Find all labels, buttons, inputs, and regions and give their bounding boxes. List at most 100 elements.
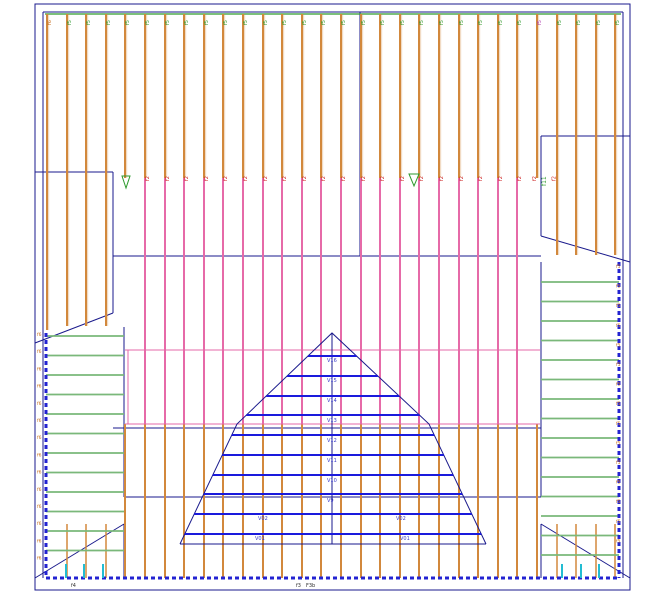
blue-dashed-eaves	[44, 262, 621, 580]
left-side-label: f6	[37, 435, 42, 441]
left-side-label: f6	[37, 401, 42, 407]
left-side-label: f6	[37, 349, 42, 355]
mid-label: f2	[263, 176, 269, 181]
mid-label: f2	[400, 176, 406, 181]
top-label: f5	[321, 20, 327, 25]
top-label: f5	[282, 20, 288, 25]
hip-side-label: V02	[258, 516, 268, 522]
right-side-label: f5	[616, 284, 621, 290]
top-label: f5	[498, 20, 504, 25]
top-label: f5	[615, 20, 621, 25]
top-label: f5	[106, 20, 112, 25]
top-label: f5	[184, 20, 190, 25]
right-side-label: f5	[616, 538, 621, 544]
hip-label: V9	[327, 498, 334, 504]
top-label: f5	[596, 20, 602, 25]
mid-label: f2	[282, 176, 288, 181]
hip-label: V13	[327, 418, 337, 424]
hip-label: V10	[327, 478, 337, 484]
top-label: f5	[576, 20, 582, 25]
top-label: f5	[145, 20, 151, 25]
right-side-label: f5	[616, 401, 621, 407]
top-label: f5	[459, 20, 465, 25]
mid-label: f2	[498, 176, 504, 181]
mid-label: f2	[552, 176, 558, 181]
top-label: f5	[165, 20, 171, 25]
left-side-label: f6	[37, 452, 42, 458]
top-label: f5	[361, 20, 367, 25]
left-side-label: f6	[37, 538, 42, 544]
top-label: f5	[557, 20, 563, 25]
top-label: f5	[204, 20, 210, 25]
right-side-label: f5	[616, 460, 621, 466]
top-label: f5	[478, 20, 484, 25]
mid-label: f2	[341, 176, 347, 181]
hip-side-label: V01	[400, 536, 410, 542]
top-label: f5	[537, 20, 543, 25]
right-side-label: f5	[616, 303, 621, 309]
right-side-label: f5	[616, 480, 621, 486]
mid-label: f2	[459, 176, 465, 181]
hip-label: V15	[327, 378, 337, 384]
left-side-label: f6	[37, 556, 42, 562]
mid-label: f2	[165, 176, 171, 181]
top-label: f5	[380, 20, 386, 25]
bottom-label-f3b: F3b	[306, 583, 315, 589]
top-label: f6	[47, 20, 53, 25]
hip-side-label: V02	[396, 516, 406, 522]
mid-labels: f2 f2 f2 f2 f2 f2 f2 f2 f2 f2 f2 f2 f2 f2 f2 f2 f2 f2 f2 f2…	[145, 176, 558, 181]
right-side-label: f5	[616, 519, 621, 525]
mid-label: f2	[361, 176, 367, 181]
left-side-label: f6	[37, 418, 42, 424]
rafters-pink	[144, 178, 518, 424]
battens-left	[46, 335, 124, 552]
right-side-label: f5	[616, 342, 621, 348]
hip-label: V12	[327, 438, 337, 444]
top-label: f5	[419, 20, 425, 25]
mid-right-label: f11	[541, 176, 548, 186]
right-side-label: f5	[616, 382, 621, 388]
mid-label: f2	[243, 176, 249, 181]
rafters-orange	[46, 14, 618, 578]
hip-side-label: V01	[255, 536, 265, 542]
top-label: f5	[86, 20, 92, 25]
mid-label: f2	[302, 176, 308, 181]
bottom-label-f4: f4	[71, 583, 76, 589]
top-label: f5	[243, 20, 249, 25]
right-side-label: f5	[616, 264, 621, 270]
left-side-label: f6	[37, 487, 42, 493]
left-side-label: f6	[37, 366, 42, 372]
right-side-label: f5	[616, 440, 621, 446]
hip-label: V16	[327, 358, 337, 364]
mid-label: f2	[478, 176, 484, 181]
mid-label: f2	[532, 176, 538, 181]
mid-label: f2	[184, 176, 190, 181]
cyan-studs	[65, 564, 600, 578]
left-side-label: f6	[37, 384, 42, 390]
hip-outline	[179, 332, 487, 545]
bottom-label-f3: f3	[296, 583, 301, 589]
mid-label: f2	[204, 176, 210, 181]
battens-right	[541, 281, 619, 556]
left-side-label: f6	[37, 521, 42, 527]
mid-label: f2	[145, 176, 151, 181]
mid-label: f2	[321, 176, 327, 181]
left-side-label: f6	[37, 332, 42, 338]
hip-label: V14	[327, 398, 337, 404]
left-side-label: f6	[37, 470, 42, 476]
top-label: f5	[517, 20, 523, 25]
right-side-label: f5	[616, 323, 621, 329]
mid-label: f2	[419, 176, 425, 181]
top-label: f5	[341, 20, 347, 25]
mid-label: f2	[517, 176, 523, 181]
green-markers	[121, 173, 420, 190]
mid-label: f2	[439, 176, 445, 181]
hip-purlins	[184, 355, 482, 535]
top-label: f5	[302, 20, 308, 25]
mid-label: f2	[223, 176, 229, 181]
top-label: f5	[125, 20, 131, 25]
top-label: f5	[400, 20, 406, 25]
